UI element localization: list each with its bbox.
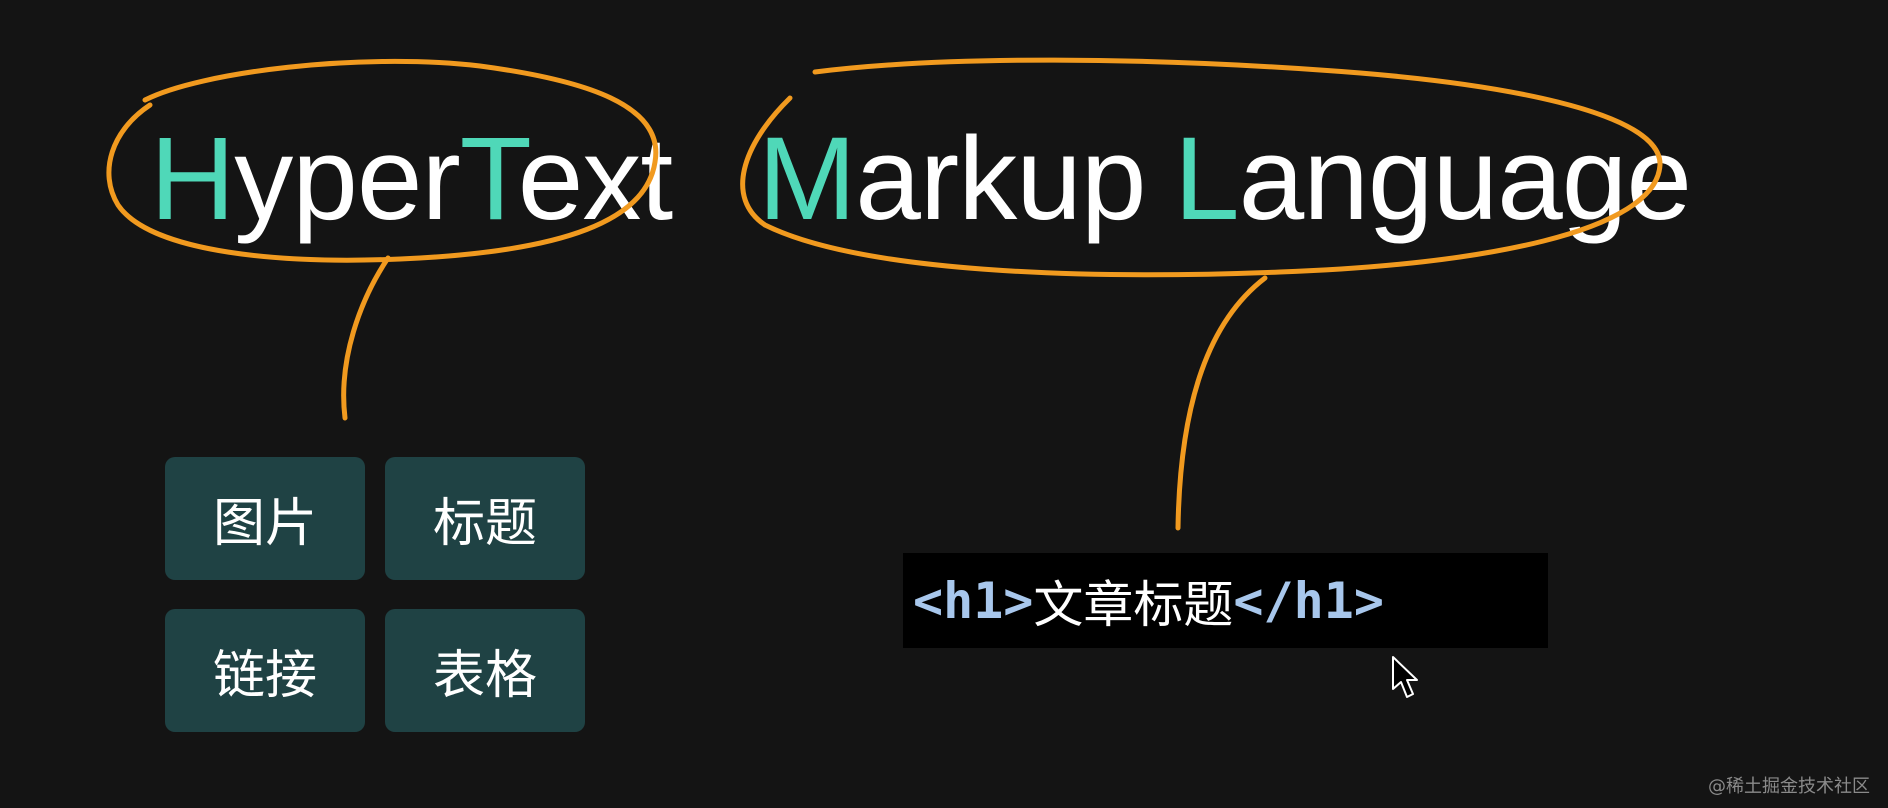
code-example-box: <h1>文章标题</h1> xyxy=(903,553,1548,648)
language-initial-l: L xyxy=(1174,113,1240,245)
word-language: Language xyxy=(1174,120,1692,238)
hypertext-part-ext: ext xyxy=(517,113,673,245)
hypertext-initial-t: T xyxy=(459,113,519,245)
tile-link: 链接 xyxy=(165,609,365,732)
hypertext-connector-line xyxy=(341,255,391,421)
hypertext-part-yper: yper xyxy=(234,113,461,245)
tile-heading: 标题 xyxy=(385,457,585,580)
markup-part-arkup: arkup xyxy=(855,113,1146,245)
tile-table: 表格 xyxy=(385,609,585,732)
code-close-tag: </h1> xyxy=(1233,571,1384,630)
hypertext-initial-h: H xyxy=(150,113,235,245)
word-hypertext: HyperText xyxy=(150,120,673,238)
mouse-pointer-icon xyxy=(1392,656,1418,698)
code-content: 文章标题 xyxy=(1033,575,1234,634)
markup-language-connector-line xyxy=(1175,275,1268,531)
tile-image: 图片 xyxy=(165,457,365,580)
word-markup: Markup xyxy=(758,120,1146,238)
markup-initial-m: M xyxy=(758,113,856,245)
watermark: @稀土掘金技术社区 xyxy=(1708,776,1870,797)
language-part-anguage: anguage xyxy=(1238,113,1692,245)
code-open-tag: <h1> xyxy=(913,571,1034,630)
